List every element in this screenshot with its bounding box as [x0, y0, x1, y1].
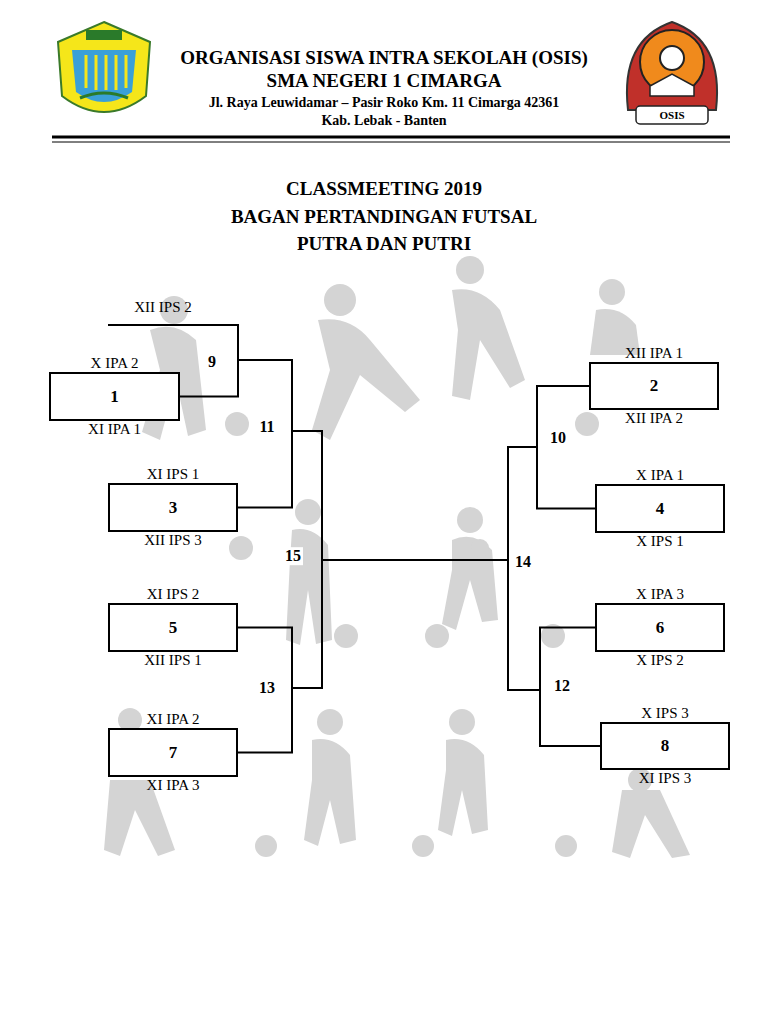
- title: CLASSMEETING 2019: [286, 179, 482, 200]
- bracket-connector: [540, 628, 600, 747]
- match-box: XI IPS 25XII IPS 1: [108, 603, 238, 652]
- team-name: X IPS 1: [636, 533, 684, 550]
- team-name: XI IPA 1: [88, 421, 141, 438]
- team-name: XII IPS 1: [144, 652, 202, 669]
- match-box: XII IPA 12XII IPA 2: [589, 362, 719, 410]
- match-number: 10: [548, 429, 568, 447]
- team-name: XI IPS 3: [639, 770, 692, 787]
- header-text: ORGANISASI SISWA INTRA SEKOLAH (OSIS): [180, 48, 588, 69]
- match-number: 3: [169, 498, 178, 518]
- address-text: Jl. Raya Leuwidamar – Pasir Roko Km. 11 …: [209, 95, 560, 110]
- match-box: X IPS 38XI IPS 3: [600, 722, 730, 770]
- team-name: X IPS 3: [641, 705, 689, 722]
- match-number: 14: [513, 553, 533, 571]
- match-number: 1: [110, 387, 119, 407]
- match-box: XI IPA 27XI IPA 3: [108, 728, 238, 777]
- address-text: Kab. Lebak - Banten: [321, 113, 446, 128]
- team-name: X IPA 1: [636, 467, 684, 484]
- title-line: BAGAN PERTANDINGAN FUTSAL: [231, 207, 537, 228]
- match-box: X IPA 21XI IPA 1: [49, 372, 180, 421]
- header-text: SMA NEGERI 1 CIMARGA: [267, 71, 502, 92]
- team-name: XI IPA 2: [147, 711, 200, 728]
- team-name: X IPS 2: [636, 652, 684, 669]
- team-name: XI IPS 1: [147, 466, 200, 483]
- team-name: XII IPS 3: [144, 532, 202, 549]
- match-number: 7: [169, 743, 178, 763]
- team-name: XI IPA 3: [147, 777, 200, 794]
- title-line: PUTRA DAN PUTRI: [297, 234, 471, 255]
- match-number: 13: [257, 679, 277, 697]
- bracket-connector: [238, 628, 292, 753]
- team-name: XI IPS 2: [147, 586, 200, 603]
- team-name: X IPA 2: [91, 355, 139, 372]
- match-number: 9: [206, 353, 218, 371]
- team-name: X IPA 3: [636, 586, 684, 603]
- team-name: XII IPA 1: [625, 345, 683, 362]
- match-box: XI IPS 13XII IPS 3: [108, 483, 238, 532]
- match-box: X IPA 14X IPS 1: [595, 484, 725, 533]
- match-number: 2: [650, 376, 659, 396]
- match-number: 4: [656, 499, 665, 519]
- bracket-connector: [537, 386, 595, 509]
- match-number: 6: [656, 618, 665, 638]
- team-name: XII IPA 2: [625, 410, 683, 427]
- match-number: 8: [661, 736, 670, 756]
- match-number: 12: [552, 677, 572, 695]
- match-number: 15: [283, 547, 303, 565]
- match-number: 5: [169, 618, 178, 638]
- team-name: XII IPS 2: [134, 299, 192, 316]
- match-number: 11: [257, 418, 276, 436]
- osis-logo: [627, 22, 717, 124]
- match-box: X IPA 36X IPS 2: [595, 603, 725, 652]
- school-logo: [58, 22, 150, 112]
- logo-text: OSIS: [659, 109, 684, 121]
